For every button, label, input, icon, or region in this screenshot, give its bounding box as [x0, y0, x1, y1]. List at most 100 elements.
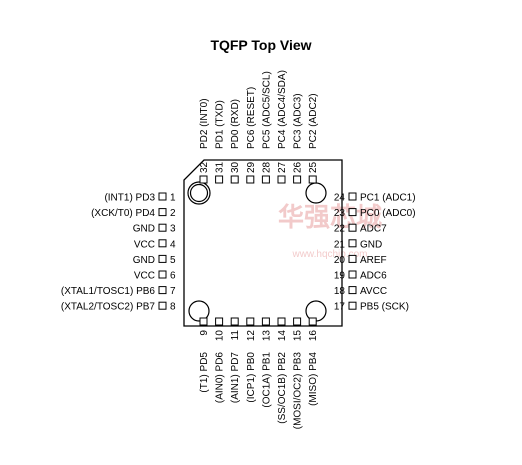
pin-label: PD2 (INT0)	[199, 98, 210, 149]
pin-number: 7	[170, 286, 176, 297]
pin-number: 6	[170, 271, 176, 282]
corner-dimple-bottom-left	[188, 300, 210, 322]
pin-pad-top	[246, 175, 255, 184]
pin-label: PB5 (SCK)	[360, 302, 409, 313]
pin-number: 13	[261, 330, 272, 342]
pin-label: PC3 (ADC3)	[293, 93, 304, 149]
pin-pad-left	[158, 239, 167, 248]
pin-pad-right	[348, 286, 357, 295]
pin-number: 5	[170, 255, 176, 266]
pin-pad-left	[158, 254, 167, 263]
diagram-title: TQFP Top View	[210, 37, 311, 53]
pin-label: (XCK/T0) PD4	[91, 208, 155, 219]
watermark-text: 华强芯城	[278, 202, 382, 232]
pin-number: 25	[308, 161, 319, 173]
pin-label: (ICP1) PB0	[246, 352, 257, 403]
pin-pad-bottom	[293, 317, 302, 326]
pin-number: 4	[170, 239, 176, 250]
chip-body	[183, 159, 343, 327]
pin-number: 32	[199, 161, 210, 173]
pin-label: AREF	[360, 255, 387, 266]
pin-label: ADC7	[360, 224, 387, 235]
pin-number: 17	[334, 302, 346, 313]
pin-number: 24	[334, 193, 346, 204]
pin-number: 23	[334, 208, 346, 219]
pin-pad-left	[158, 270, 167, 279]
pin-number: 16	[308, 330, 319, 342]
pin-label: (MISO) PB4	[308, 352, 319, 406]
pin-label: AVCC	[360, 286, 387, 297]
pin-pad-top	[277, 175, 286, 184]
pin-number: 9	[199, 330, 210, 336]
pin-label: (T1) PD5	[199, 352, 210, 393]
pin-label: PD1 (TXD)	[215, 100, 226, 149]
pin-label: ADC6	[360, 271, 387, 282]
pin-pad-right	[348, 223, 357, 232]
pin-pad-right	[348, 301, 357, 310]
pin-pad-left	[158, 286, 167, 295]
pin-pad-right	[348, 192, 357, 201]
pin-number: 1	[170, 193, 176, 204]
pin-pad-left	[158, 208, 167, 217]
pin-label: (AIN0) PD6	[215, 352, 226, 404]
corner-dimple-top-right	[305, 182, 327, 204]
pin-label: PC4 (ADC4/SDA)	[277, 70, 288, 149]
pin-pad-right	[348, 239, 357, 248]
pin-number: 15	[293, 330, 304, 342]
pin-number: 21	[334, 239, 346, 250]
pin-pad-right	[348, 254, 357, 263]
pin-pad-bottom	[246, 317, 255, 326]
pin-number: 3	[170, 224, 176, 235]
pin-label: VCC	[134, 271, 155, 282]
pin-number: 26	[293, 161, 304, 173]
pin-pad-bottom	[261, 317, 270, 326]
pin-pad-right	[348, 270, 357, 279]
pin1-marker-outer	[187, 181, 211, 205]
pin-label: PD0 (RXD)	[230, 99, 241, 149]
pin-label: PC0 (ADC0)	[360, 208, 416, 219]
pin-pad-left	[158, 192, 167, 201]
pin-pad-top	[215, 175, 224, 184]
pin-label: (SS/OC1B) PB2	[277, 352, 288, 424]
pin-number: 30	[230, 161, 241, 173]
pin-number: 27	[277, 161, 288, 173]
pin-label: (XTAL1/TOSC1) PB6	[61, 286, 156, 297]
pin1-marker-inner	[189, 183, 209, 203]
pin-number: 18	[334, 286, 346, 297]
pin-number: 28	[261, 161, 272, 173]
pin-number: 19	[334, 271, 346, 282]
pin-number: 10	[215, 330, 226, 342]
pin-pad-left	[158, 223, 167, 232]
pin-pad-top	[293, 175, 302, 184]
pin-pad-bottom	[230, 317, 239, 326]
pin-pad-top	[308, 175, 317, 184]
pin-number: 11	[230, 330, 241, 341]
pin-pad-bottom	[199, 317, 208, 326]
pin-pad-bottom	[308, 317, 317, 326]
pin-number: 2	[170, 208, 176, 219]
pin-number: 12	[246, 330, 257, 342]
pin-label: (OC1A) PB1	[261, 352, 272, 408]
pin-pad-bottom	[277, 317, 286, 326]
pin-label: (INT1) PD3	[104, 193, 155, 204]
pin-pad-left	[158, 301, 167, 310]
pin-number: 29	[246, 161, 257, 173]
pin-pad-right	[348, 208, 357, 217]
pin-label: (AIN1) PD7	[230, 352, 241, 404]
pin-label: GND	[133, 224, 155, 235]
pin-label: VCC	[134, 239, 155, 250]
pin-label: PC1 (ADC1)	[360, 193, 416, 204]
pin-label: (MOSI/OC2) PB3	[293, 352, 304, 430]
pin-label: PC6 (RESET)	[246, 87, 257, 149]
pin-label: PC5 (ADC5/SCL)	[261, 71, 272, 149]
pin-label: GND	[133, 255, 155, 266]
pin-number: 20	[334, 255, 346, 266]
pin-pad-bottom	[215, 317, 224, 326]
pin-label: (XTAL2/TOSC2) PB7	[61, 302, 156, 313]
watermark-url: www.hqchip.com	[291, 249, 367, 260]
pin-pad-top	[261, 175, 270, 184]
pin-pad-top	[230, 175, 239, 184]
pin-number: 8	[170, 302, 176, 313]
